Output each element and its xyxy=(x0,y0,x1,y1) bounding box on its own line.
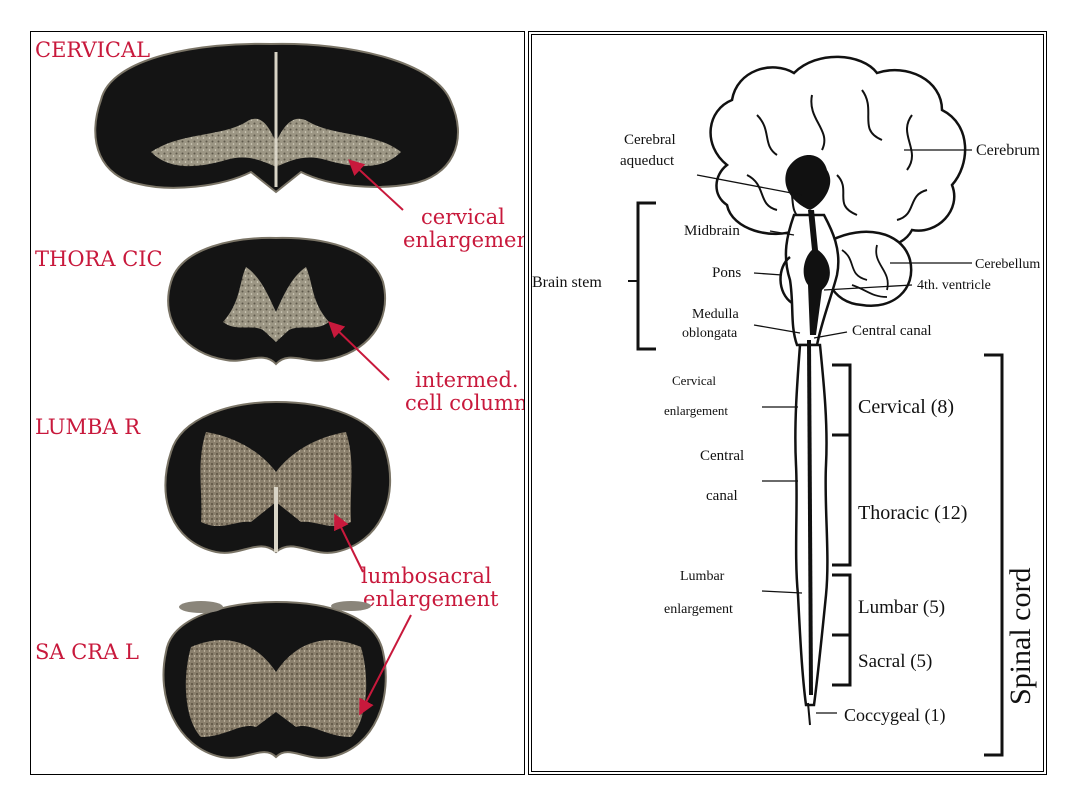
thoracic-title: THORA CIC xyxy=(35,247,163,271)
brain-spinal-cord-panel: Cerebral aqueduct Cerebrum Midbrain Pons… xyxy=(528,31,1047,775)
cross-sections-panel: CERVICAL cervical enlargement THORA CIC … xyxy=(30,31,525,775)
fourth-ventricle-label: 4th. ventricle xyxy=(917,278,991,293)
central-canal-mid-label-1: Central xyxy=(700,448,744,464)
cerebral-aqueduct-label-1: Cerebral xyxy=(624,132,676,148)
spinal-cord-label: Spinal cord xyxy=(1004,568,1037,705)
leader-lines xyxy=(696,149,972,714)
segment-sacral-label: Sacral (5) xyxy=(858,651,932,672)
cerebellum-label: Cerebellum xyxy=(975,257,1040,272)
lumbar-section xyxy=(164,400,391,554)
central-canal-top-label: Central canal xyxy=(852,323,932,339)
cervical-bracket xyxy=(832,363,852,437)
central-canal-mid-label-2: canal xyxy=(706,488,738,504)
sacral-arrow xyxy=(359,614,412,716)
thoracic-annotation-1: intermed. xyxy=(415,368,519,392)
cervical-annotation-2: enlargement xyxy=(403,228,524,252)
pons-label: Pons xyxy=(712,265,741,281)
segment-cervical-label: Cervical (8) xyxy=(858,396,954,418)
thoracic-annotation-2: cell column xyxy=(405,391,524,415)
sacral-title: SA CRA L xyxy=(35,640,139,664)
midbrain-label: Midbrain xyxy=(684,223,740,239)
cerebrum-label: Cerebrum xyxy=(976,142,1041,159)
cervical-annotation-1: cervical xyxy=(421,205,505,229)
sacral-section xyxy=(162,600,387,759)
lumbar-annotation-1: lumbosacral xyxy=(361,564,492,588)
medulla-label-2: oblongata xyxy=(682,326,738,341)
segment-coccygeal-label: Coccygeal (1) xyxy=(844,705,945,726)
thoracic-bracket xyxy=(832,433,852,567)
cerebral-aqueduct-label-2: aqueduct xyxy=(620,153,675,169)
lumbar-arrow xyxy=(334,513,364,573)
cervical-title: CERVICAL xyxy=(35,38,150,62)
cerebrum-shape xyxy=(709,55,967,250)
cervical-section xyxy=(94,42,459,194)
cervical-enlargement-label-2: enlargement xyxy=(664,403,728,418)
central-canal-line xyxy=(807,339,813,696)
lumbar-annotation-2: enlargement xyxy=(363,587,499,611)
thoracic-grey-matter xyxy=(223,267,329,342)
sacral-grey-matter xyxy=(185,640,367,737)
lumbar-enlargement-label-1: Lumbar xyxy=(680,569,725,584)
cervical-arrow xyxy=(348,159,404,211)
brain-stem-bracket xyxy=(636,201,656,351)
lumbar-bracket xyxy=(832,573,852,637)
brain-spinal-cord-figure: Cerebral aqueduct Cerebrum Midbrain Pons… xyxy=(532,55,1041,757)
cross-sections-figure: CERVICAL cervical enlargement THORA CIC … xyxy=(35,38,524,759)
thoracic-arrow xyxy=(328,321,390,381)
spinal-cord-bracket xyxy=(984,353,1004,757)
lumbar-grey-matter xyxy=(200,432,352,527)
lumbar-title: LUMBA R xyxy=(35,415,141,439)
sacral-bracket xyxy=(832,633,852,687)
segment-thoracic-label: Thoracic (12) xyxy=(858,502,967,524)
lumbar-enlargement-label-2: enlargement xyxy=(664,602,733,617)
brain-stem-label: Brain stem xyxy=(532,274,602,291)
cervical-enlargement-label-1: Cervical xyxy=(672,373,716,388)
medulla-label-1: Medulla xyxy=(692,307,739,322)
segment-lumbar-label: Lumbar (5) xyxy=(858,597,945,618)
